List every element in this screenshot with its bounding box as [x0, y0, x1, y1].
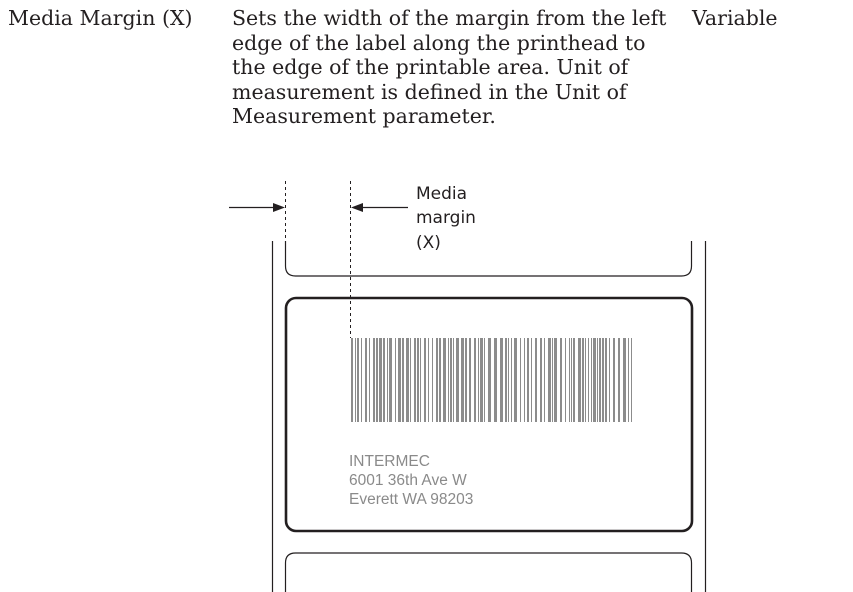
barcode-bar: [599, 338, 601, 422]
barcode-bar: [591, 338, 592, 422]
barcode-bar: [527, 338, 529, 422]
barcode-bar: [456, 338, 459, 422]
barcode-bar: [355, 338, 356, 422]
barcode-bar: [500, 338, 503, 422]
parameter-row: Media Margin (X) Sets the width of the m…: [0, 0, 853, 160]
next-label-outline: [284, 552, 693, 592]
barcode-bar: [613, 338, 615, 422]
barcode-bar: [361, 338, 362, 422]
barcode-bar: [365, 338, 367, 422]
barcode-bar: [552, 338, 553, 422]
label-outline: [284, 296, 694, 533]
barcode-bar: [420, 338, 421, 422]
barcode-bar: [520, 338, 521, 422]
barcode-bar: [569, 338, 570, 422]
callout-line-2: margin: [416, 208, 476, 228]
barcode-bar: [578, 338, 581, 422]
barcode-bar: [448, 338, 449, 422]
barcode-bar: [395, 338, 396, 422]
address-line-2: 6001 36th Ave W: [349, 472, 467, 489]
barcode-bar: [631, 338, 632, 422]
barcode-bar: [369, 338, 370, 422]
barcode: [351, 338, 632, 422]
left-arrow: [229, 203, 285, 212]
barcode-bar: [548, 338, 551, 422]
barcode-bar: [488, 338, 491, 422]
barcode-bar: [373, 338, 375, 422]
callout-line-3: (X): [416, 233, 441, 253]
parameter-value: Variable: [692, 6, 778, 30]
barcode-bar: [508, 338, 509, 422]
barcode-bar: [432, 338, 433, 422]
barcode-bar: [597, 338, 598, 422]
barcode-bar: [544, 338, 545, 422]
callout-line-1: Media: [416, 184, 467, 204]
barcode-bar: [417, 338, 419, 422]
parameter-description: Sets the width of the margin from the le…: [232, 6, 667, 128]
barcode-bar: [428, 338, 429, 422]
barcode-bar: [453, 338, 454, 422]
barcode-bar: [376, 338, 378, 422]
barcode-bar: [602, 338, 604, 422]
barcode-bar: [573, 338, 575, 422]
barcode-bar: [565, 338, 566, 422]
address-line-1: INTERMEC: [349, 453, 430, 470]
right-arrow: [351, 203, 408, 212]
barcode-bar: [535, 338, 537, 422]
barcode-bar: [450, 338, 452, 422]
barcode-bar: [484, 338, 485, 422]
barcode-bar: [357, 338, 359, 422]
previous-label-outline: [284, 241, 693, 277]
barcode-bar: [531, 338, 532, 422]
barcode-bar: [571, 338, 572, 422]
barcode-bar: [379, 338, 382, 422]
barcode-bar: [387, 338, 388, 422]
barcode-bar: [414, 338, 416, 422]
barcode-bar: [505, 338, 507, 422]
barcode-bar: [461, 338, 464, 422]
barcode-bar: [474, 338, 476, 422]
barcode-bar: [410, 338, 411, 422]
barcode-bar: [585, 338, 586, 422]
barcode-bar: [424, 338, 426, 422]
barcode-bar: [480, 338, 483, 422]
barcode-bar: [469, 338, 471, 422]
barcode-bar: [478, 338, 479, 422]
barcode-bar: [560, 338, 562, 422]
barcode-bar: [465, 338, 467, 422]
parameter-name: Media Margin (X): [8, 6, 193, 30]
barcode-bar: [443, 338, 446, 422]
barcode-bar: [439, 338, 441, 422]
barcode-bar: [398, 338, 401, 422]
barcode-bar: [623, 338, 626, 422]
barcode-bar: [582, 338, 584, 422]
barcode-bar: [514, 338, 517, 422]
barcode-bar: [524, 338, 525, 422]
barcode-bar: [351, 338, 353, 422]
barcode-bar: [383, 338, 385, 422]
barcode-bar: [511, 338, 512, 422]
barcode-bar: [609, 338, 610, 422]
barcode-bar: [494, 338, 497, 422]
barcode-bar: [554, 338, 557, 422]
barcode-bar: [628, 338, 629, 422]
address-line-3: Everett WA 98203: [349, 491, 473, 508]
barcode-bar: [618, 338, 620, 422]
barcode-bar: [540, 338, 542, 422]
barcode-bar: [605, 338, 607, 422]
barcode-bar: [588, 338, 589, 422]
barcode-bar: [402, 338, 404, 422]
barcode-bar: [436, 338, 438, 422]
barcode-bar: [593, 338, 596, 422]
barcode-bar: [406, 338, 409, 422]
barcode-bar: [389, 338, 392, 422]
